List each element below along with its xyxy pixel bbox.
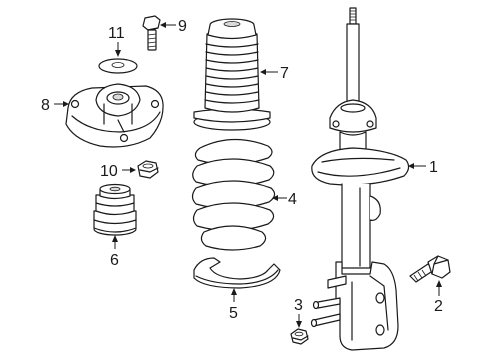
part-2-bolt[interactable] — [409, 255, 451, 283]
callout-8: 8 — [41, 97, 69, 114]
callout-4: 4 — [272, 191, 297, 208]
callout-10-label: 10 — [100, 163, 118, 180]
part-7-dust-boot[interactable] — [193, 18, 271, 131]
callout-8-label: 8 — [41, 97, 50, 114]
callout-11-label: 11 — [108, 25, 125, 42]
callout-11: 11 — [108, 25, 125, 57]
part-1-strut-assembly[interactable] — [310, 7, 410, 351]
callout-5: 5 — [229, 288, 238, 322]
part-4-coil-spring[interactable] — [191, 138, 276, 251]
callout-3-label: 3 — [294, 297, 303, 314]
part-8-strut-mount[interactable] — [65, 83, 164, 148]
callout-2-label: 2 — [434, 298, 443, 315]
callout-7-label: 7 — [280, 65, 289, 82]
callout-2: 2 — [434, 280, 443, 315]
callout-1: 1 — [408, 159, 438, 176]
callout-9-label: 9 — [178, 18, 187, 35]
callout-5-label: 5 — [229, 305, 238, 322]
callout-4-label: 4 — [288, 191, 297, 208]
callout-10: 10 — [100, 163, 136, 180]
callout-9: 9 — [160, 18, 187, 35]
part-10-nut[interactable] — [137, 160, 159, 179]
part-5-spring-insulator[interactable] — [193, 257, 281, 289]
callout-7: 7 — [260, 65, 289, 82]
part-9-bolt[interactable] — [142, 15, 161, 51]
part-6-bump-stop[interactable] — [93, 183, 137, 236]
callout-6-label: 6 — [110, 252, 119, 269]
callout-3: 3 — [294, 297, 303, 328]
callout-6: 6 — [110, 235, 119, 269]
part-11-washer[interactable] — [98, 58, 138, 74]
callout-1-label: 1 — [429, 159, 438, 176]
part-3-nut[interactable] — [290, 328, 309, 345]
